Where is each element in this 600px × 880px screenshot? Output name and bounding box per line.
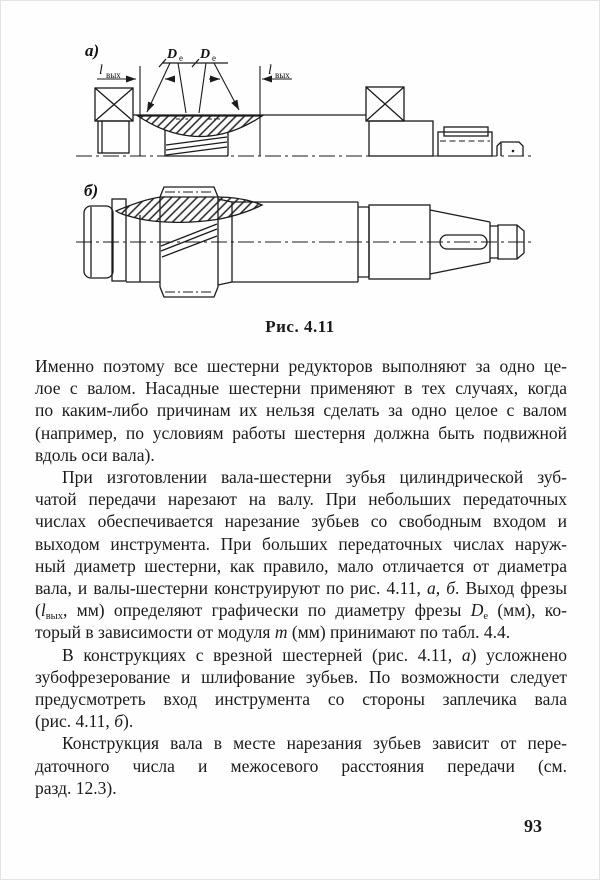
dim-lvyh-left-label: l вых	[99, 63, 121, 80]
svg-text:l: l	[99, 63, 103, 78]
text-line: числах обеспечивается нарезание зубьев с…	[35, 511, 567, 532]
text-line: (рис. 4.11, б).	[35, 711, 134, 732]
text-line: лое с валом. Насадные шестерни применяют…	[35, 378, 567, 399]
cylinder-b	[231, 201, 359, 283]
paragraph: Именно поэтому все шестерни редукторов в…	[35, 355, 567, 466]
shaft-steps-a	[368, 120, 524, 157]
text-line: При изготовлении вала-шестерни зубья цил…	[62, 467, 567, 488]
svg-text:D: D	[166, 47, 177, 62]
diagram-b: б)	[76, 181, 534, 298]
text-line: по каким-либо причинам их нельзя сделать…	[35, 400, 567, 421]
text-line: (например, по условиям работы шестерня д…	[35, 422, 567, 443]
diagram-a-label: а)	[85, 41, 99, 60]
svg-text:вых: вых	[106, 70, 121, 80]
figure-caption: Рис. 4.11	[265, 317, 335, 336]
dim-lvyh-right-label: l вых	[268, 63, 290, 80]
svg-text:D: D	[199, 47, 210, 62]
text-line: Конструкция вала в месте нарезания зубье…	[62, 733, 567, 754]
text-line: зубофрезерование и шлифование зубьев. По…	[35, 666, 567, 687]
text-line: предусмотреть вход инструмента со сторон…	[35, 689, 567, 710]
text-line: торый в зависимости от модуля m (мм) при…	[35, 622, 511, 643]
page-number: 93	[524, 816, 542, 836]
bearing-left-icon	[94, 87, 134, 154]
text-line: даточного числа и межосевого расстояния …	[35, 755, 567, 776]
dim-de-right-label: D e	[199, 47, 216, 63]
svg-text:l: l	[268, 63, 272, 78]
dim-de-left-label: D e	[166, 47, 183, 63]
text-line: разд. 12.3).	[35, 777, 117, 798]
ring-left	[111, 198, 127, 282]
text-line: В конструкциях с врезной шестерней (рис.…	[62, 644, 568, 665]
paragraph: При изготовлении вала-шестерни зубья цил…	[35, 466, 567, 644]
paragraph: В конструкциях с врезной шестерней (рис.…	[35, 644, 567, 733]
text-line: вдоль оси вала).	[35, 444, 155, 465]
text-line: ный диаметр шестерни, как правило, мало …	[35, 555, 567, 576]
text-line: чатой передачи нарезают на валу. При неб…	[35, 489, 567, 510]
svg-text:e: e	[212, 53, 216, 63]
de-underline-left	[158, 58, 195, 68]
body-text: Именно поэтому все шестерни редукторов в…	[35, 355, 567, 799]
key	[443, 126, 489, 137]
svg-text:вых: вых	[275, 70, 290, 80]
paragraph: Конструкция вала в месте нарезания зубье…	[35, 732, 567, 799]
gear-hatch-b	[114, 196, 264, 224]
dimension-lines	[97, 62, 292, 156]
diagram-a: а) l вых l вых D e D e	[76, 41, 532, 157]
bearing-right-icon	[365, 86, 405, 122]
diagram-b-label: б)	[84, 181, 98, 200]
svg-text:e: e	[179, 53, 183, 63]
de-underline-right	[191, 58, 228, 68]
gear-hatch-a	[135, 115, 265, 138]
text-line: (lвых, мм) определяют графически по диам…	[35, 600, 567, 623]
text-line: выходом инструмента. При больших передат…	[35, 533, 567, 554]
figure-4-11: а) l вых l вых D e D e	[76, 41, 534, 298]
text-line: вала, и валы-шестерни конструируют по ри…	[35, 578, 567, 599]
text-line: Именно поэтому все шестерни редукторов в…	[35, 356, 567, 376]
